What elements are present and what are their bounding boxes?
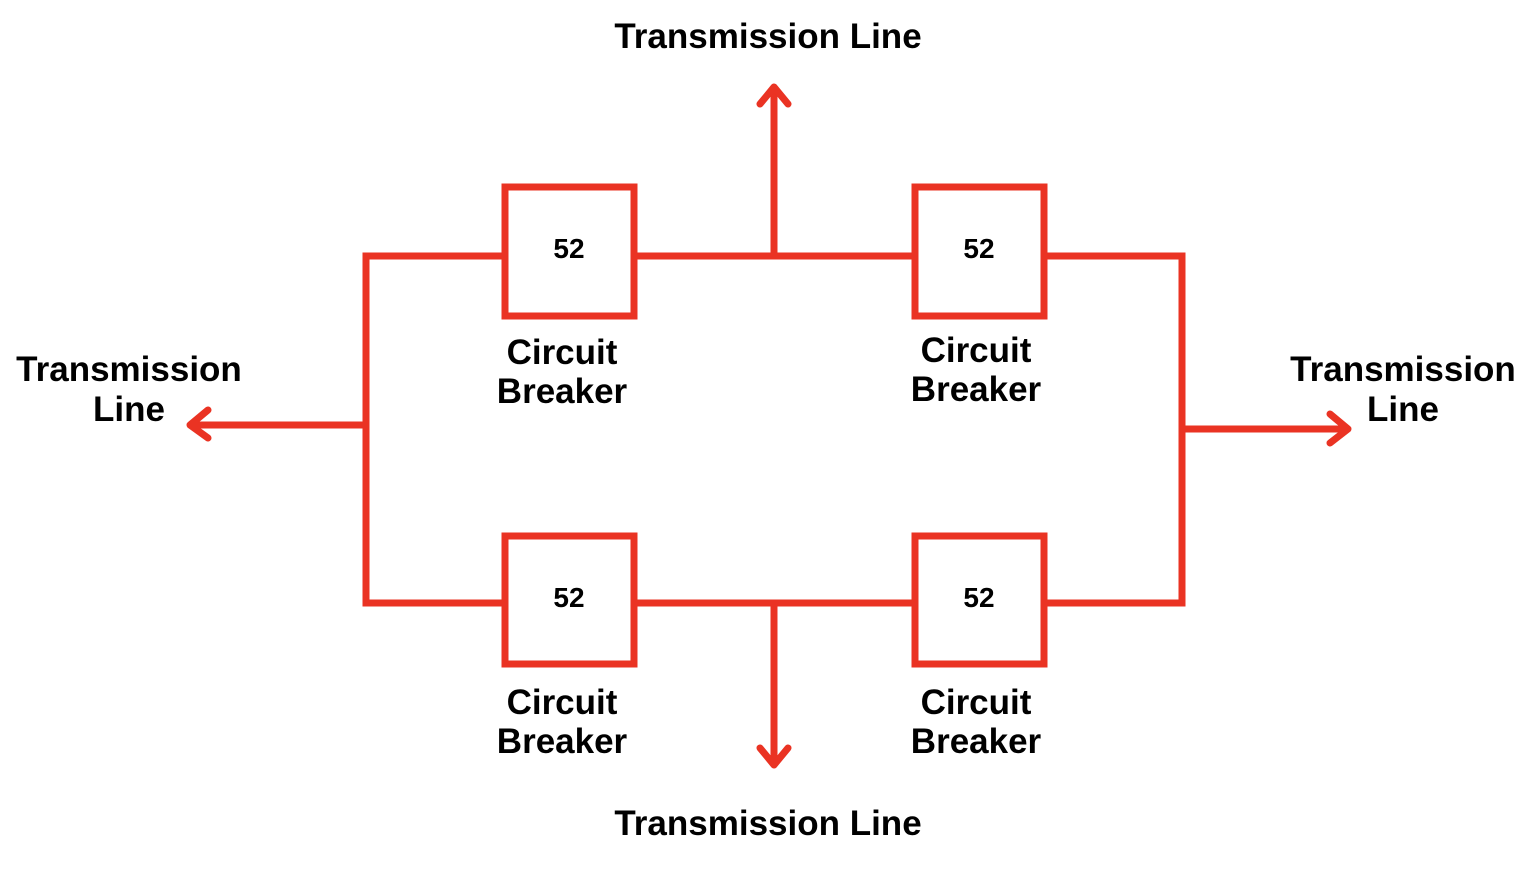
transmission-line-label-top: Transmission Line (614, 17, 921, 56)
breaker-label-line-1: Circuit (921, 683, 1032, 722)
breaker-bottom-left: 52 Circuit Breaker (497, 532, 638, 761)
right-bus (1044, 252, 1186, 607)
left-bus (362, 252, 505, 607)
breaker-label-line-1: Circuit (507, 333, 618, 372)
arrow-left-icon (186, 406, 212, 442)
breaker-code: 52 (963, 233, 994, 264)
breaker-label-line-1: Circuit (507, 683, 618, 722)
breaker-bottom-right: 52 Circuit Breaker (911, 532, 1048, 761)
transmission-line-label-bottom: Transmission Line (614, 804, 921, 843)
breaker-top-left: 52 Circuit Breaker (497, 183, 638, 411)
arrow-up-icon (756, 83, 792, 108)
breaker-box (911, 532, 1048, 668)
breaker-label-line-2: Breaker (497, 722, 628, 761)
breaker-box (501, 183, 638, 320)
breaker-code: 52 (553, 582, 584, 613)
arrow-right-icon (1326, 410, 1352, 447)
transmission-line-label-left: Transmission Line (16, 350, 242, 429)
breaker-code: 52 (963, 582, 994, 613)
breaker-label-line-2: Breaker (911, 370, 1042, 409)
label-line-2: Line (93, 390, 165, 429)
breaker-code: 52 (553, 233, 584, 264)
label-line-1: Transmission (16, 350, 242, 389)
transmission-line-label-right: Transmission Line (1290, 350, 1516, 429)
breaker-box (501, 532, 638, 668)
feeder-left (186, 406, 363, 442)
feeder-right (1185, 410, 1352, 447)
breaker-label-line-2: Breaker (911, 722, 1042, 761)
arrow-down-icon (756, 744, 792, 769)
feeder-top (756, 83, 792, 253)
breaker-label-line-2: Breaker (497, 372, 628, 411)
feeder-bottom (756, 606, 792, 769)
breaker-box (911, 183, 1048, 320)
label-line-1: Transmission (1290, 350, 1516, 389)
bus-wiring (362, 252, 1186, 607)
breaker-label-line-1: Circuit (921, 331, 1032, 370)
label-line-2: Line (1367, 390, 1439, 429)
breaker-top-right: 52 Circuit Breaker (911, 183, 1048, 409)
